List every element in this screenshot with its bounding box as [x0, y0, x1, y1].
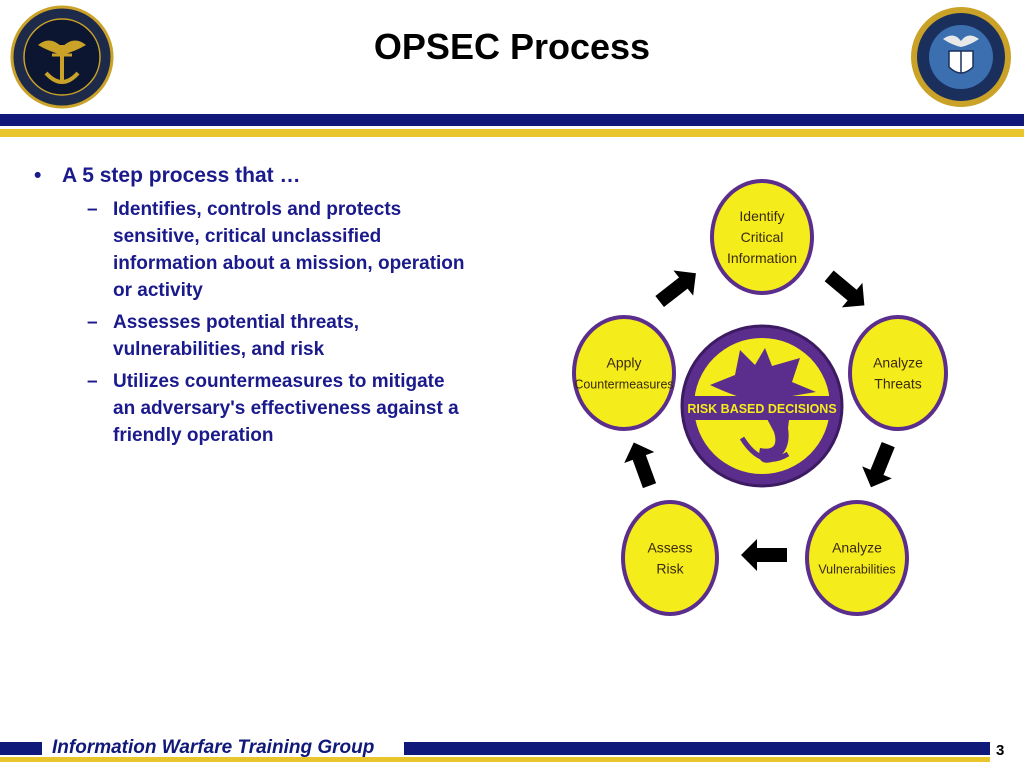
sub-bullet-3: – Utilizes countermeasures to mitigate a…: [30, 368, 470, 449]
dash-mark: –: [87, 312, 98, 333]
sub-bullet-text: Identifies, controls and protects sensit…: [113, 199, 465, 301]
step-label-line: Countermeasures: [574, 378, 673, 392]
step-circle: [621, 500, 719, 616]
arrow-identify-to-threats: [824, 270, 865, 308]
sub-bullet-1: – Identifies, controls and protects sens…: [30, 196, 470, 304]
cycle-arrows: [624, 270, 895, 571]
step-label-line: Analyze: [873, 355, 923, 371]
step-label-line: Assess: [647, 540, 692, 556]
bullet-content: • A 5 step process that … – Identifies, …: [30, 162, 470, 454]
center-emblem: RISK BASED DECISIONS: [680, 324, 844, 488]
step-circle: [572, 315, 676, 431]
arrow-threats-to-vulnerabilities: [862, 441, 895, 488]
cycle-steps: IdentifyCriticalInformationAnalyzeThreat…: [572, 179, 948, 616]
step-circle: [805, 500, 909, 616]
naval-information-warfare-training-group-seal-icon: [911, 7, 1011, 107]
footer-gold-band: [0, 757, 990, 762]
bullet-mark: •: [34, 164, 42, 187]
arrow-vulnerabilities-to-risk: [741, 539, 787, 571]
step-circle: [710, 179, 814, 295]
step-label-line: Information: [727, 250, 797, 266]
slide-title: OPSEC Process: [373, 26, 651, 67]
dash-mark: –: [87, 199, 98, 220]
main-bullet-text: A 5 step process that …: [62, 164, 301, 187]
sub-bullet-text: Utilizes countermeasures to mitigate an …: [113, 371, 459, 446]
step-label-line: Risk: [656, 561, 684, 577]
header-band-gold: [0, 129, 1024, 137]
sub-bullet-text: Assesses potential threats, vulnerabilit…: [113, 312, 360, 360]
arrow-apply-to-identify: [655, 270, 696, 308]
footer-org-name: Information Warfare Training Group: [52, 737, 375, 758]
sub-bullet-2: – Assesses potential threats, vulnerabil…: [30, 309, 470, 363]
arrow-risk-to-apply: [624, 442, 657, 489]
dash-mark: –: [87, 371, 98, 392]
step-label-line: Apply: [606, 355, 641, 371]
center-label: RISK BASED DECISIONS: [687, 402, 836, 416]
commander-naval-information-forces-seal-icon: [10, 5, 114, 109]
step-label-line: Identify: [739, 208, 784, 224]
step-circle: [848, 315, 948, 431]
footer-bar-right: [404, 742, 990, 755]
main-bullet: • A 5 step process that …: [30, 162, 470, 190]
step-label-line: Vulnerabilities: [818, 563, 895, 577]
opsec-cycle-diagram: RISK BASED DECISIONS IdentifyCriticalInf…: [572, 179, 948, 616]
page-number: 3: [996, 742, 1005, 759]
step-label-line: Critical: [741, 229, 784, 245]
footer-bar-left: [0, 742, 42, 755]
step-label-line: Threats: [874, 376, 921, 392]
step-label-line: Analyze: [832, 540, 882, 556]
header-band-navy: [0, 114, 1024, 126]
